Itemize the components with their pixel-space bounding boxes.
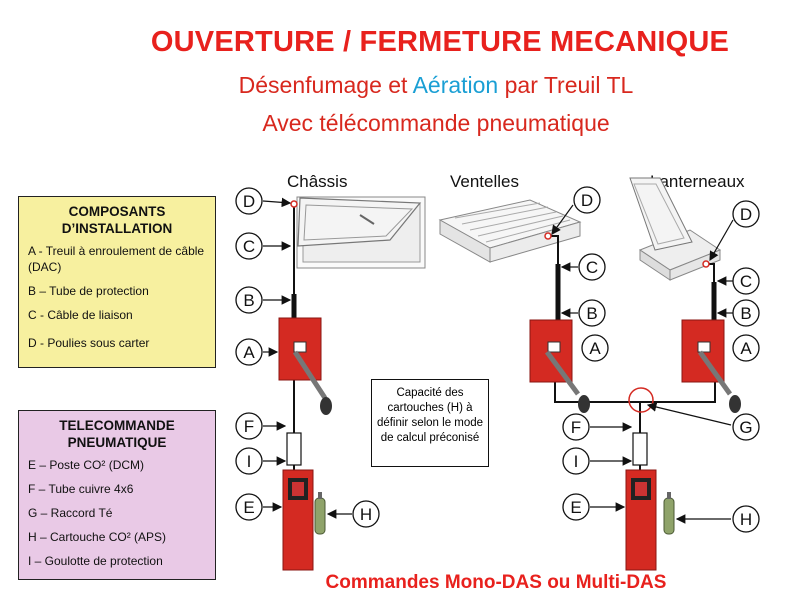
callout-f-left: F: [244, 417, 254, 436]
callout-letters: D C B A F I E H D C B A D C B A F I E H …: [243, 191, 753, 529]
goulotte-chassis: [286, 432, 302, 466]
callout-d-chassis: D: [243, 192, 255, 211]
telecommande-legend: TELECOMMANDE PNEUMATIQUE E – Poste CO² (…: [18, 410, 216, 580]
winch-ventelles: [529, 319, 590, 413]
callout-h-right: H: [740, 510, 752, 529]
subtitle-part2: par Treuil TL: [498, 72, 634, 98]
column-label-ventelles: Ventelles: [450, 172, 519, 191]
page-title: OUVERTURE / FERMETURE MECANIQUE: [150, 26, 730, 58]
legend-item-d: D - Poulies sous carter: [28, 336, 150, 350]
subtitle-part1: Désenfumage et: [238, 72, 413, 98]
callout-c-chassis: C: [243, 237, 255, 256]
pulleys: [290, 200, 710, 268]
legend-item-c: C - Câble de liaison: [28, 308, 133, 322]
co2-station-right: [625, 469, 657, 571]
goulotte-right: [632, 432, 648, 466]
callout-i-left: I: [247, 452, 252, 471]
callout-d-lanterneaux: D: [740, 205, 752, 224]
callout-f-right: F: [571, 418, 581, 437]
callout-circles: [235, 186, 760, 533]
components-legend: COMPOSANTS D’INSTALLATION A - Treuil à e…: [18, 196, 216, 368]
co2-cartridge-left: [314, 492, 326, 535]
callout-e-right: E: [570, 498, 581, 517]
lanterneaux-drawing: [629, 177, 722, 281]
column-label-lanterneaux: Lanterneaux: [650, 172, 745, 191]
callout-arrows: [262, 197, 734, 524]
subtitle: Désenfumage et Aération par Treuil TL: [36, 72, 800, 99]
callout-b-lanterneaux: B: [740, 304, 751, 323]
telecommande-title: TELECOMMANDE PNEUMATIQUE: [59, 418, 175, 450]
callout-c-lanterneaux: C: [740, 272, 752, 291]
winch-chassis: [278, 317, 332, 415]
callout-c-ventelles: C: [586, 258, 598, 277]
callout-i-right: I: [574, 452, 579, 471]
legend-item-f: F – Tube cuivre 4x6: [28, 482, 134, 496]
components-title: COMPOSANTS D’INSTALLATION: [61, 204, 173, 236]
callout-g: G: [739, 418, 752, 437]
legend-item-h: H – Cartouche CO² (APS): [28, 530, 167, 544]
subtitle-2: Avec télécommande pneumatique: [262, 110, 610, 136]
protection-tubes: [291, 264, 717, 322]
callout-d-ventelles: D: [581, 191, 593, 210]
footer-caption: Commandes Mono-DAS ou Multi-DAS: [325, 572, 667, 593]
callout-b-ventelles: B: [586, 304, 597, 323]
co2-station-left: [282, 469, 314, 571]
callout-a-ventelles: A: [589, 339, 601, 358]
raccord-te-highlight: [628, 387, 654, 413]
co2-cartridge-right: [663, 492, 675, 535]
callout-e-left: E: [243, 498, 254, 517]
callout-a-chassis: A: [243, 343, 255, 362]
legend-item-i: I – Goulotte de protection: [28, 554, 163, 568]
callout-h-left: H: [360, 505, 372, 524]
callout-a-lanterneaux: A: [740, 339, 752, 358]
callout-b-chassis: B: [243, 291, 254, 310]
winch-lanterneaux: [681, 319, 741, 413]
column-label-chassis: Châssis: [287, 172, 348, 191]
capacity-note: Capacité des cartouches (H) à définir se…: [371, 379, 489, 467]
legend-item-g: G – Raccord Té: [28, 506, 113, 520]
chassis-window-drawing: [296, 196, 426, 269]
legend-item-a: A - Treuil à enroulement de câble (DAC): [28, 244, 205, 274]
legend-item-b: B – Tube de protection: [28, 284, 149, 298]
legend-item-e: E – Poste CO² (DCM): [28, 458, 145, 472]
subtitle-highlight: Aération: [412, 72, 499, 98]
